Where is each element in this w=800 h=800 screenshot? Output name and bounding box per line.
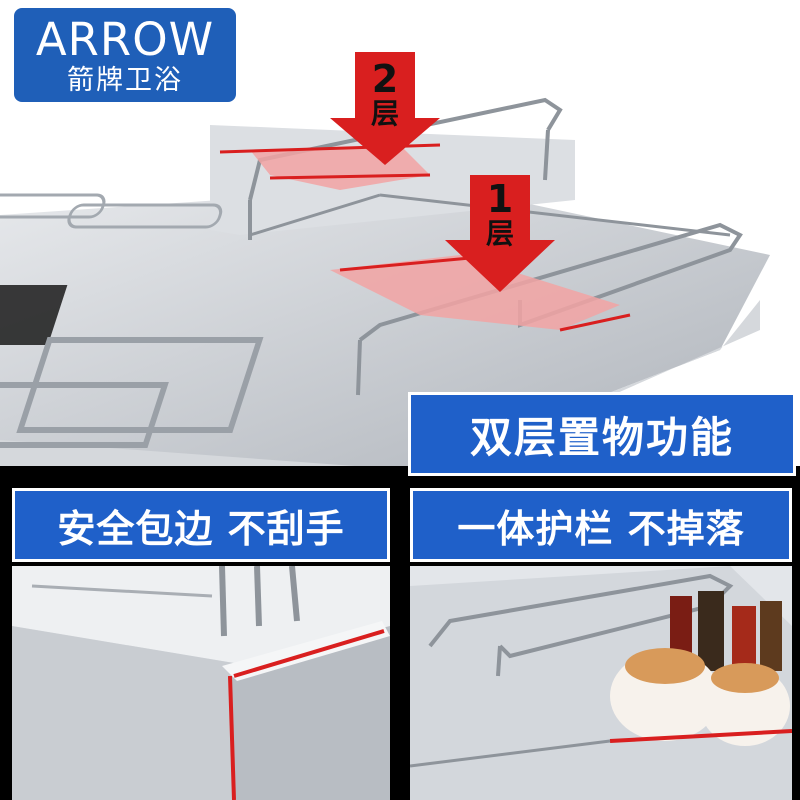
shelf-hero-photo bbox=[0, 52, 770, 480]
layer-1-number: 1 bbox=[486, 177, 514, 221]
edge-detail-photo bbox=[12, 566, 390, 800]
feature-banner-main: 双层置物功能 bbox=[408, 392, 796, 476]
feature-banner-guardrail: 一体护栏 不掉落 bbox=[410, 488, 792, 562]
guardrail-photo bbox=[410, 566, 792, 800]
layer-2-label: 2 层 bbox=[357, 60, 413, 128]
layer-1-arrow bbox=[445, 175, 555, 292]
layer-1-unit: 层 bbox=[485, 217, 514, 250]
layer-2-arrow bbox=[330, 52, 440, 165]
brand-name-en: ARROW bbox=[35, 13, 215, 66]
layer-1-label: 1 层 bbox=[472, 180, 528, 248]
feature-banner-safe-edge: 安全包边 不刮手 bbox=[12, 488, 390, 562]
layer-2-number: 2 bbox=[371, 57, 399, 101]
brand-logo: ARROW 箭牌卫浴 bbox=[14, 8, 236, 102]
layer-2-unit: 层 bbox=[370, 97, 399, 130]
brand-name-cn: 箭牌卫浴 bbox=[67, 65, 183, 96]
